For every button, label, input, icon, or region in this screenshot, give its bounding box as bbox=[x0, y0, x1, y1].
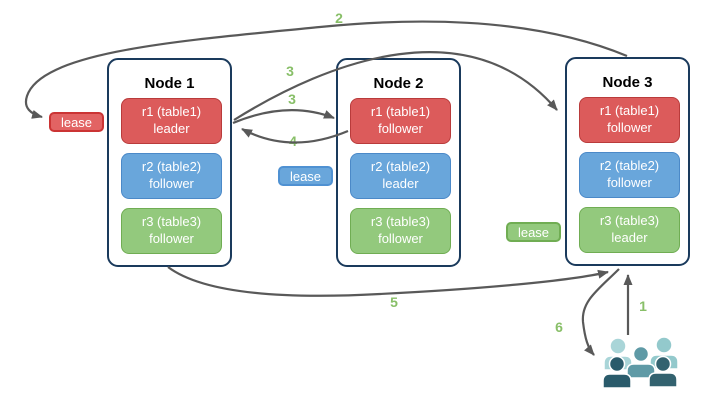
person-icon bbox=[602, 355, 632, 389]
replica-role: follower bbox=[378, 231, 423, 246]
step-label-6: 6 bbox=[555, 319, 563, 335]
replica-name: r3 (table3) bbox=[599, 213, 660, 229]
node1-replica-r2: r2 (table2) follower bbox=[121, 153, 222, 199]
node1-replica-r1: r1 (table1) leader bbox=[121, 98, 222, 144]
replica-name: r3 (table3) bbox=[141, 214, 202, 230]
replica-role: follower bbox=[607, 120, 652, 135]
person-icon bbox=[603, 337, 633, 371]
arrow-step-5-node1-to-node3 bbox=[167, 266, 609, 297]
replica-role: follower bbox=[149, 176, 194, 191]
node1-replica-r3: r3 (table3) follower bbox=[121, 208, 222, 254]
lease-tag-blue: lease bbox=[278, 166, 333, 186]
step-label-2: 2 bbox=[335, 10, 343, 26]
person-icon bbox=[648, 355, 678, 388]
node-3-box: Node 3 r1 (table1) follower r2 (table2) … bbox=[565, 57, 690, 266]
person-icon bbox=[626, 345, 656, 379]
arrow-step-6-node3-to-clients bbox=[581, 268, 620, 356]
lease-tag-red: lease bbox=[49, 112, 104, 132]
node3-replica-r3: r3 (table3) leader bbox=[579, 207, 680, 253]
person-icon bbox=[649, 336, 679, 370]
replica-role: follower bbox=[149, 231, 194, 246]
replica-name: r1 (table1) bbox=[599, 103, 660, 119]
node-1-box: Node 1 r1 (table1) leader r2 (table2) fo… bbox=[107, 58, 232, 267]
node2-replica-r3: r3 (table3) follower bbox=[350, 208, 451, 254]
replica-name: r3 (table3) bbox=[370, 214, 431, 230]
replica-role: leader bbox=[611, 230, 648, 245]
node-2-box: Node 2 r1 (table1) follower r2 (table2) … bbox=[336, 58, 461, 267]
replica-name: r2 (table2) bbox=[599, 158, 660, 174]
node3-replica-r2: r2 (table2) follower bbox=[579, 152, 680, 198]
lease-tag-green: lease bbox=[506, 222, 561, 242]
step-label-3a: 3 bbox=[286, 63, 294, 79]
replica-name: r1 (table1) bbox=[141, 104, 202, 120]
step-label-4: 4 bbox=[289, 133, 297, 149]
replica-role: follower bbox=[607, 175, 652, 190]
step-label-5: 5 bbox=[390, 294, 398, 310]
node2-replica-r2: r2 (table2) leader bbox=[350, 153, 451, 199]
replica-role: leader bbox=[153, 121, 190, 136]
node3-replica-r1: r1 (table1) follower bbox=[579, 97, 680, 143]
replica-name: r2 (table2) bbox=[141, 159, 202, 175]
replica-name: r2 (table2) bbox=[370, 159, 431, 175]
replica-role: follower bbox=[378, 121, 423, 136]
node-3-title: Node 3 bbox=[602, 74, 653, 91]
users-group-icon bbox=[602, 336, 679, 389]
step-label-3b: 3 bbox=[288, 91, 296, 107]
replica-role: leader bbox=[382, 176, 419, 191]
arrow-step-3-node1-to-node2 bbox=[232, 109, 335, 125]
node-1-title: Node 1 bbox=[144, 75, 195, 92]
node2-replica-r1: r1 (table1) follower bbox=[350, 98, 451, 144]
node-2-title: Node 2 bbox=[373, 75, 424, 92]
step-label-1: 1 bbox=[639, 298, 647, 314]
replica-name: r1 (table1) bbox=[370, 104, 431, 120]
